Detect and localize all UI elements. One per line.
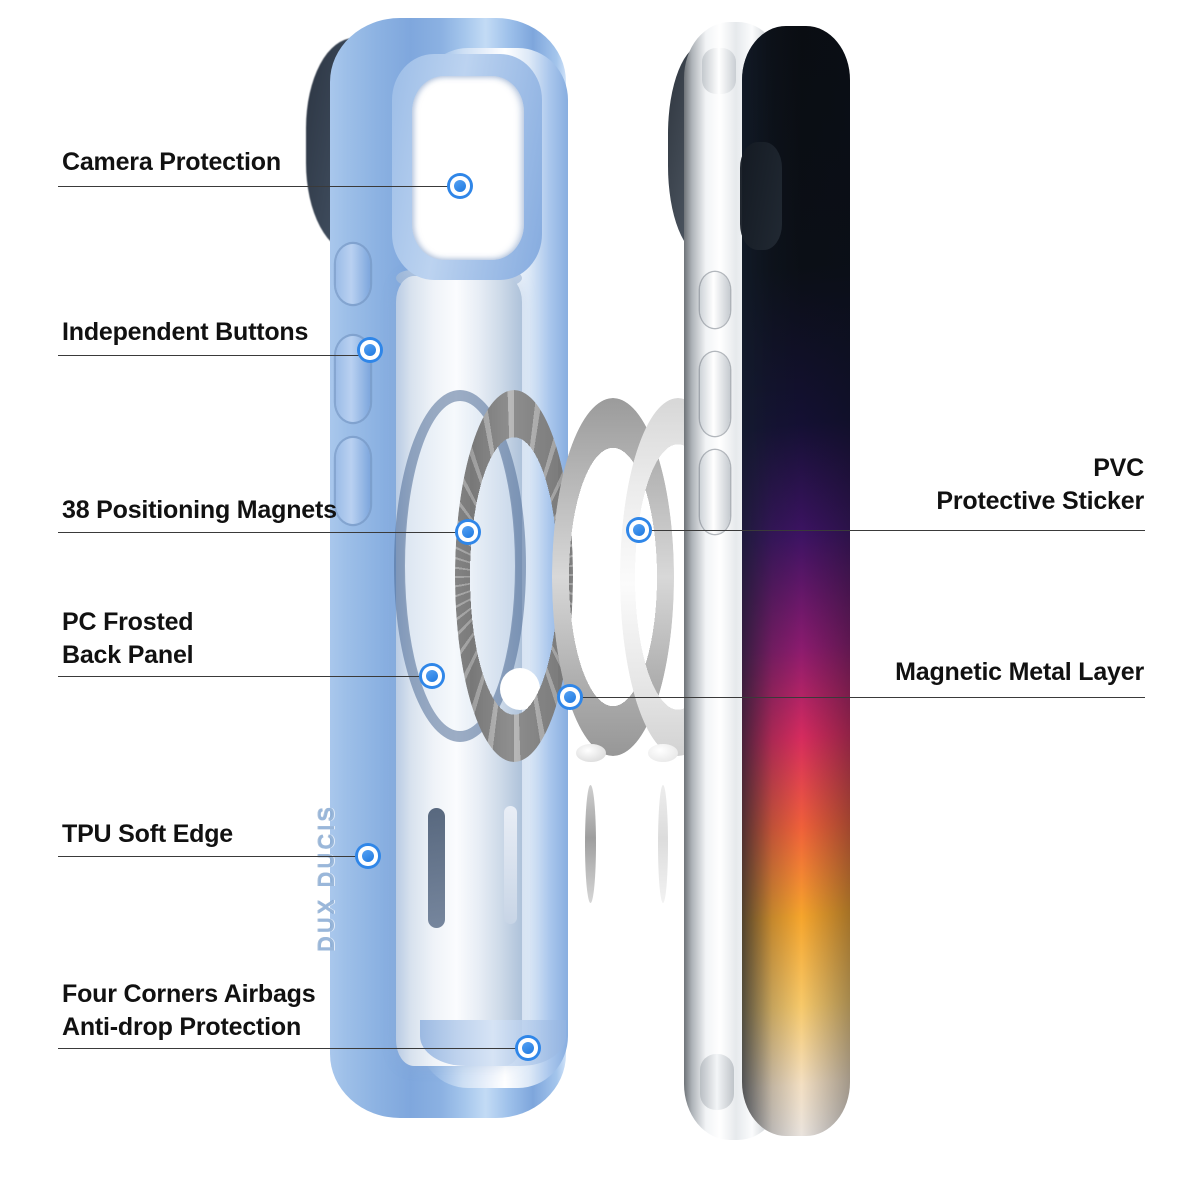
case-bottom-lip [420,1020,566,1066]
case-button-volume-down [336,438,370,524]
callout-label-pc-frosted-back-panel: PC Frosted Back Panel [62,608,194,669]
leader-line-positioning-magnets [58,532,468,533]
leader-line-pc-frosted-back-panel [58,676,432,677]
phone-bottom-port [700,1054,734,1110]
marker-pc-frosted-back-panel[interactable] [419,663,445,689]
leader-line-camera-protection [58,186,458,187]
callout-label-pvc-protective-sticker: PVC Protective Sticker [936,454,1144,515]
callout-label-four-corners-airbags: Four Corners Airbags Anti-drop Protectio… [62,980,316,1041]
case-interior-slot-right [504,806,517,924]
callout-label-positioning-magnets: 38 Positioning Magnets [62,496,337,524]
leader-line-pvc-protective-sticker [639,530,1145,531]
callout-label-camera-protection: Camera Protection [62,148,281,176]
callout-label-magnetic-metal-layer: Magnetic Metal Layer [895,658,1144,686]
leader-line-four-corners-airbags [58,1048,528,1049]
marker-positioning-magnets[interactable] [455,519,481,545]
pvc-layer-top-sliver [648,744,678,762]
leader-line-tpu-soft-edge [58,856,368,857]
metal-layer-top-sliver [576,744,606,762]
marker-pvc-protective-sticker[interactable] [626,517,652,543]
case-button-mute [336,244,370,304]
phone-button-volume-up [700,352,730,436]
marker-tpu-soft-edge[interactable] [355,843,381,869]
metal-layer-edge-sliver [585,785,596,903]
marker-camera-protection[interactable] [447,173,473,199]
case-interior-slot-left [428,808,445,928]
phone-top-slot [702,48,736,94]
leader-line-independent-buttons [58,355,370,356]
callout-label-independent-buttons: Independent Buttons [62,318,309,346]
phone-camera-lens [740,142,782,250]
case-camera-cutout-opening [412,76,524,260]
marker-independent-buttons[interactable] [357,337,383,363]
pvc-layer-edge-sliver [658,785,668,903]
marker-four-corners-airbags[interactable] [515,1035,541,1061]
marker-magnetic-metal-layer[interactable] [557,684,583,710]
brand-logo-text: DUX DUCIS [314,804,339,953]
leader-line-magnetic-metal-layer [570,697,1145,698]
callout-label-tpu-soft-edge: TPU Soft Edge [62,820,234,848]
phone-button-volume-down [700,450,730,534]
phone-button-action [700,272,730,328]
phone-illustration [668,22,860,1140]
